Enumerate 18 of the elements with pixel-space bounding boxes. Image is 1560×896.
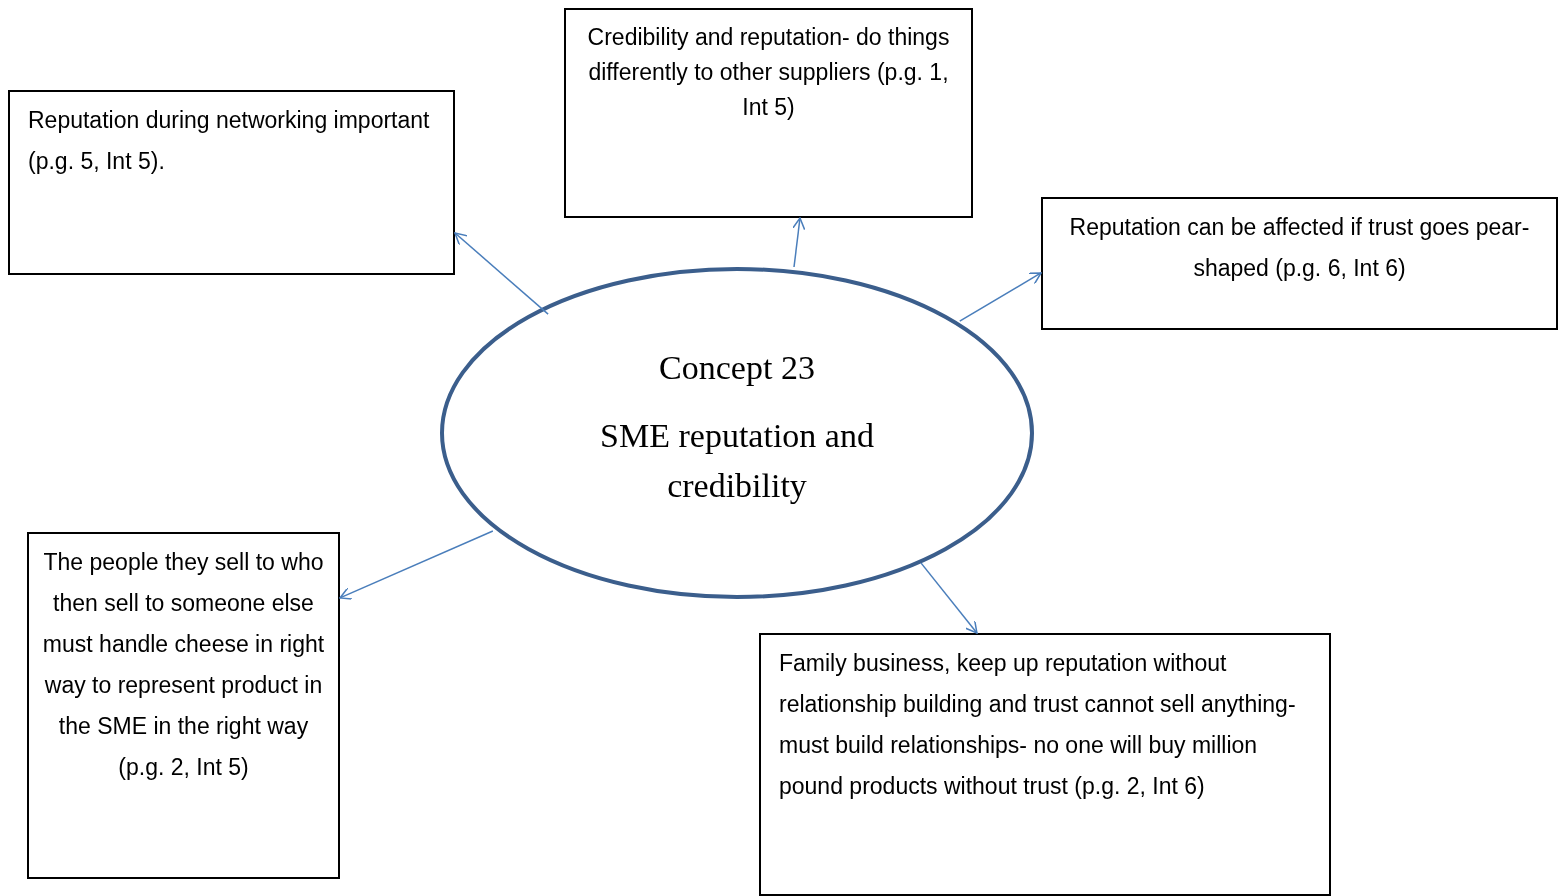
note-text: Reputation can be affected if trust goes pear-shaped (p.g. 6, Int 6) <box>1068 213 1531 283</box>
arrow <box>920 562 978 634</box>
note-box <box>564 8 973 218</box>
note-box <box>27 532 340 879</box>
arrow <box>791 217 806 268</box>
concept-number: Concept 23 <box>659 348 815 388</box>
note-text: Reputation during networking important (p.g. 5, Int 5). <box>28 106 431 176</box>
arrow <box>339 530 494 600</box>
concept-title: SME reputation and credibility <box>599 416 875 506</box>
arrow <box>959 272 1042 322</box>
concept-ellipse <box>440 267 1034 599</box>
note-text: Credibility and reputation- do things differently to other suppliers (p.g. 1, Int 5) <box>586 23 951 122</box>
arrow <box>454 232 549 315</box>
note-box <box>8 90 455 275</box>
note-text: Family business, keep up reputation without relationship building and trust cannot sell anything- must build relationships- no one will buy million pound products without trust (p.g. 2, Int 6) <box>779 649 1297 801</box>
note-box <box>1041 197 1558 330</box>
note-text: The people they sell to who then sell to someone else must handle cheese in right way to represent product in the SME in the right way (p.g. 2, Int 5) <box>41 548 326 782</box>
note-box <box>759 633 1331 896</box>
